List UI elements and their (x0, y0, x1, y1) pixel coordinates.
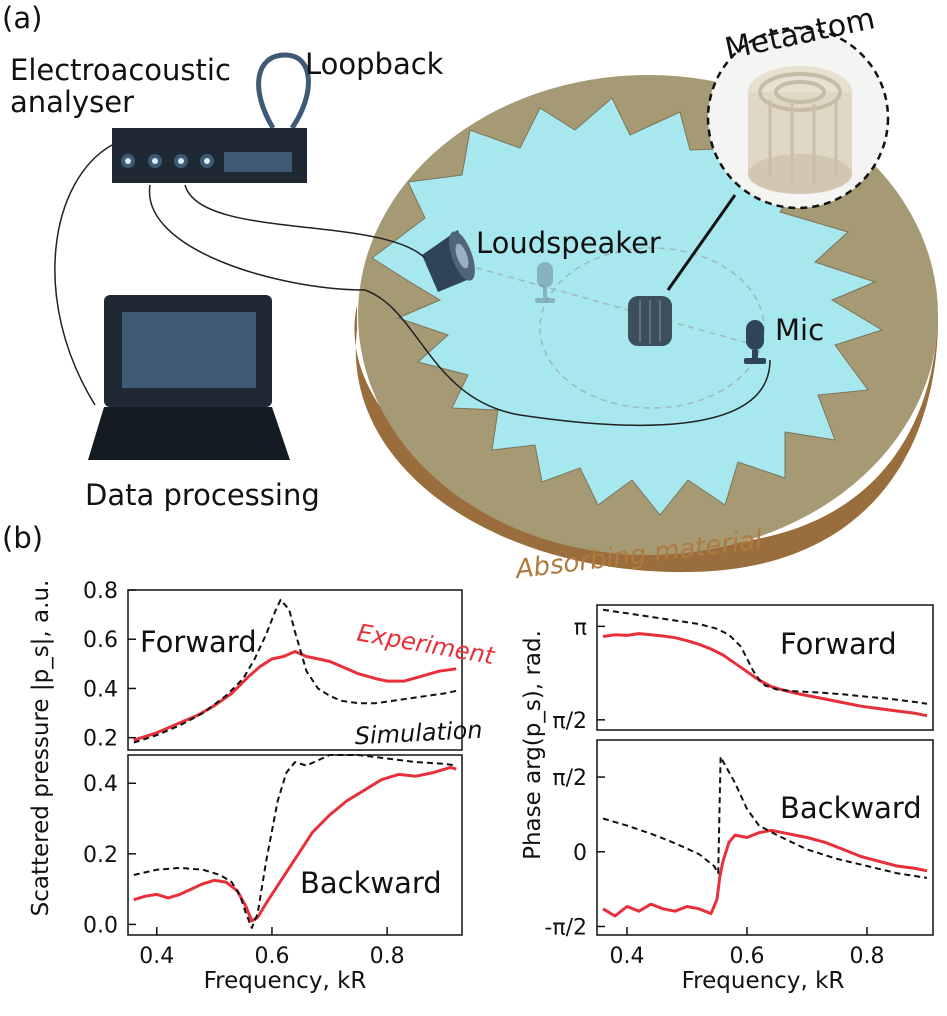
simulation-annotation: Simulation (354, 716, 483, 751)
chart2-ytick-label-0: π/2 (552, 709, 587, 734)
right-xlabel: Frequency, kR (682, 968, 845, 994)
chart3-series-simulation (602, 755, 928, 879)
chart3-ytick-label-2: π/2 (552, 766, 587, 791)
right-ylabel: Phase arg(p_s), rad. (520, 630, 546, 860)
chart3-xtick-label-2: 0.8 (850, 944, 885, 969)
chart1-title: Backward (300, 866, 442, 900)
chart1-xtick-label-2: 0.8 (370, 944, 405, 969)
chart-forward-magnitude: 0.2 0.4 0.6 0.8 (83, 579, 463, 752)
chart2-series-simulation (602, 608, 928, 705)
laptop-icon (88, 295, 290, 460)
panel-b-label: (b) (2, 521, 43, 555)
chart1-xtick-label-0: 0.4 (139, 944, 174, 969)
mic-label: Mic (775, 313, 824, 347)
chart1-series-simulation (133, 754, 457, 929)
chart-forward-phase: π/2 π (552, 604, 934, 734)
chart1-frame (127, 754, 463, 936)
chart1-xtick-label-1: 0.6 (254, 944, 289, 969)
left-xlabel: Frequency, kR (204, 968, 367, 994)
loudspeaker-label: Loudspeaker (476, 226, 661, 260)
cables (54, 144, 771, 427)
chart0-ytick-label-0: 0.2 (83, 727, 118, 752)
loopback-label: Loopback (305, 47, 444, 81)
chart0-ytick-label-2: 0.6 (83, 628, 118, 653)
analyser-device (112, 52, 311, 183)
chart1-ytick-label-2: 0.4 (83, 772, 118, 797)
chart3-frame (596, 739, 934, 936)
ghost-mic-icon (535, 262, 555, 303)
absorber-star (371, 97, 884, 516)
loopback-cable (256, 52, 311, 130)
chart2-ytick-label-1: π (574, 615, 587, 640)
left-ylabel: Scattered pressure |p_s|, a.u. (28, 580, 54, 917)
chart2-title: Forward (780, 627, 897, 661)
analyser-label-line2: analyser (10, 85, 134, 119)
chart0-ytick-label-3: 0.8 (83, 579, 118, 604)
chart3-xtick-label-0: 0.4 (610, 944, 645, 969)
chart1-ytick-label-0: 0.0 (83, 913, 118, 938)
chart1-ytick-label-1: 0.2 (83, 843, 118, 868)
chart0-title: Forward (140, 625, 257, 659)
mic-icon (744, 320, 766, 364)
chart2-series-experiment (602, 632, 928, 718)
panel-b: (b) Scattered pressure |p_s|, a.u. Phase… (2, 521, 934, 994)
chart3-xtick-label-1: 0.6 (730, 944, 765, 969)
chart3-ytick-label-0: -π/2 (544, 915, 587, 940)
axis-line (454, 261, 756, 346)
chart-backward-phase: -π/2 0 π/2 0.4 0.6 0.8 (544, 739, 934, 969)
panel-a: (a) (2, 1, 939, 585)
chart2-frame (596, 604, 934, 731)
analyser-label-line1: Electroacoustic (10, 53, 231, 87)
chart-backward-magnitude: 0.0 0.2 0.4 0.4 0.6 0.8 (83, 754, 463, 969)
panel-a-label: (a) (2, 1, 42, 35)
chart3-title: Backward (780, 791, 922, 825)
chart0-frame (127, 589, 463, 751)
metaatom-magnifier: Metaatom (706, 1, 890, 210)
experiment-annotation: Experiment (355, 619, 498, 671)
chart3-ytick-label-1: 0 (573, 841, 587, 866)
loudspeaker-icon (422, 230, 475, 292)
measurement-circle (539, 247, 765, 409)
chart3-series-experiment (602, 828, 928, 918)
chart0-ytick-label-1: 0.4 (83, 677, 118, 702)
chart1-series-experiment (133, 765, 457, 923)
metaatom-sample (628, 194, 737, 346)
laptop-label: Data processing (85, 478, 320, 512)
chart0-series-simulation (133, 598, 457, 744)
